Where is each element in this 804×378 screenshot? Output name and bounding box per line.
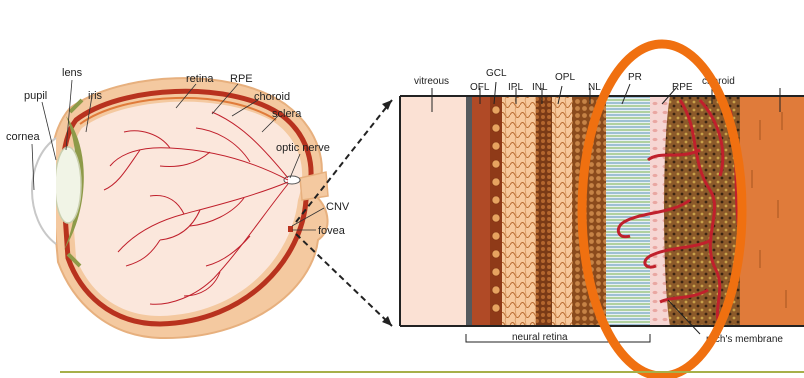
- layer-inl: [536, 96, 552, 326]
- layer-vitreous: [400, 96, 466, 326]
- layer-choroid-outer: [740, 96, 804, 326]
- label-fovea: fovea: [318, 225, 346, 237]
- label-sclera: sclera: [272, 108, 302, 120]
- label-eye-choroid: choroid: [254, 91, 290, 103]
- label-gcl: GCL: [486, 68, 507, 79]
- zoom-arrow-top: [382, 100, 392, 110]
- label-onl: NL: [588, 82, 601, 93]
- layer-opl: [552, 96, 572, 326]
- label-optic-nerve: optic nerve: [276, 142, 330, 154]
- layer-ofl: [472, 96, 490, 326]
- label-pupil: pupil: [24, 90, 47, 102]
- fovea-marker: [288, 226, 293, 232]
- label-layer-rpe: RPE: [672, 82, 693, 93]
- label-neural-retina: neural retina: [512, 332, 568, 343]
- label-ofl: OFL: [470, 82, 490, 93]
- layer-ilm: [466, 96, 472, 326]
- label-cnv: CNV: [326, 201, 350, 213]
- lens-shape: [55, 147, 81, 223]
- label-vitreous: vitreous: [414, 76, 449, 87]
- label-pr: PR: [628, 72, 642, 83]
- cornea-shape: [32, 138, 56, 244]
- label-eye-rpe: RPE: [230, 73, 253, 85]
- label-iris: iris: [88, 90, 103, 102]
- label-inl: INL: [532, 82, 548, 93]
- layer-pr: [606, 96, 650, 326]
- layer-ipl: [502, 96, 536, 326]
- label-retina: retina: [186, 73, 214, 85]
- label-cornea: cornea: [6, 131, 41, 143]
- label-lens: lens: [62, 67, 83, 79]
- label-opl: OPL: [555, 72, 575, 83]
- label-ipl: IPL: [508, 82, 523, 93]
